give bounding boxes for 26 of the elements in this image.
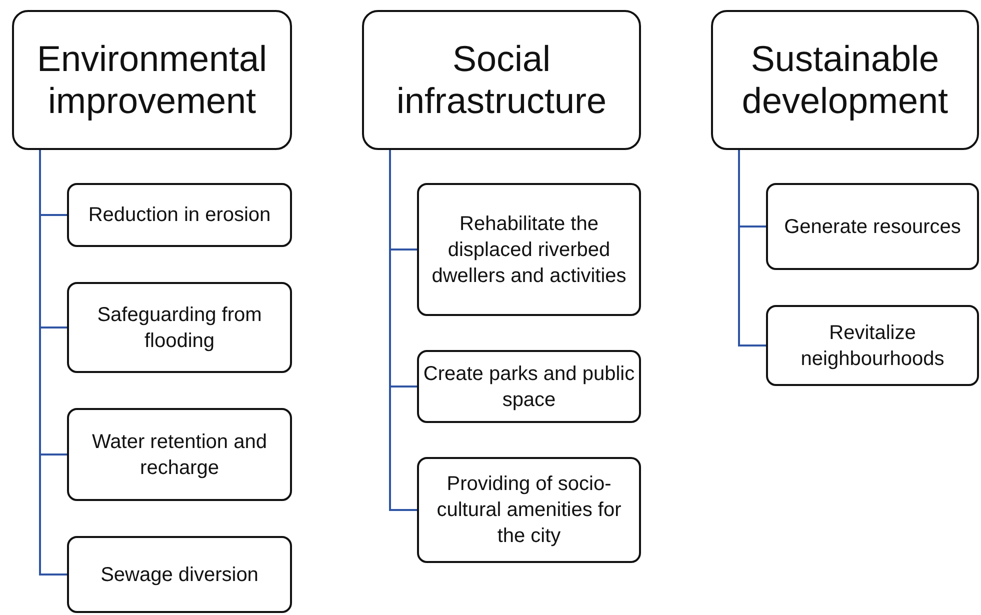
item-text: Providing of socio-cultural amenities for the city — [436, 472, 622, 549]
item-text: Revitalize neighbourhoods — [800, 320, 946, 372]
category-box — [362, 10, 641, 150]
item-box — [766, 183, 979, 270]
item-box — [417, 457, 641, 563]
item-box — [67, 282, 292, 373]
item-text: Create parks and public space — [422, 362, 636, 412]
category-box — [12, 10, 292, 150]
item-text: Water retention and recharge — [91, 430, 268, 480]
category-title: Environmental improvement — [36, 38, 268, 122]
category-title: Sustainable development — [740, 38, 950, 122]
item-box — [67, 408, 292, 501]
category-title: Social infrastructure — [395, 38, 608, 122]
item-text: Rehabilitate the displaced riverbed dwellers and activities — [430, 212, 628, 288]
item-box — [67, 536, 292, 613]
category-box — [711, 10, 979, 150]
item-box — [417, 350, 641, 423]
connector-line — [738, 150, 766, 346]
item-text: Reduction in erosion — [87, 203, 272, 228]
item-box — [766, 305, 979, 386]
item-text: Sewage diversion — [100, 562, 260, 588]
item-text: Generate resources — [783, 214, 962, 240]
connector-line — [389, 150, 417, 511]
item-box — [67, 183, 292, 247]
item-text: Safeguarding from flooding — [96, 302, 263, 354]
item-box — [417, 183, 641, 316]
